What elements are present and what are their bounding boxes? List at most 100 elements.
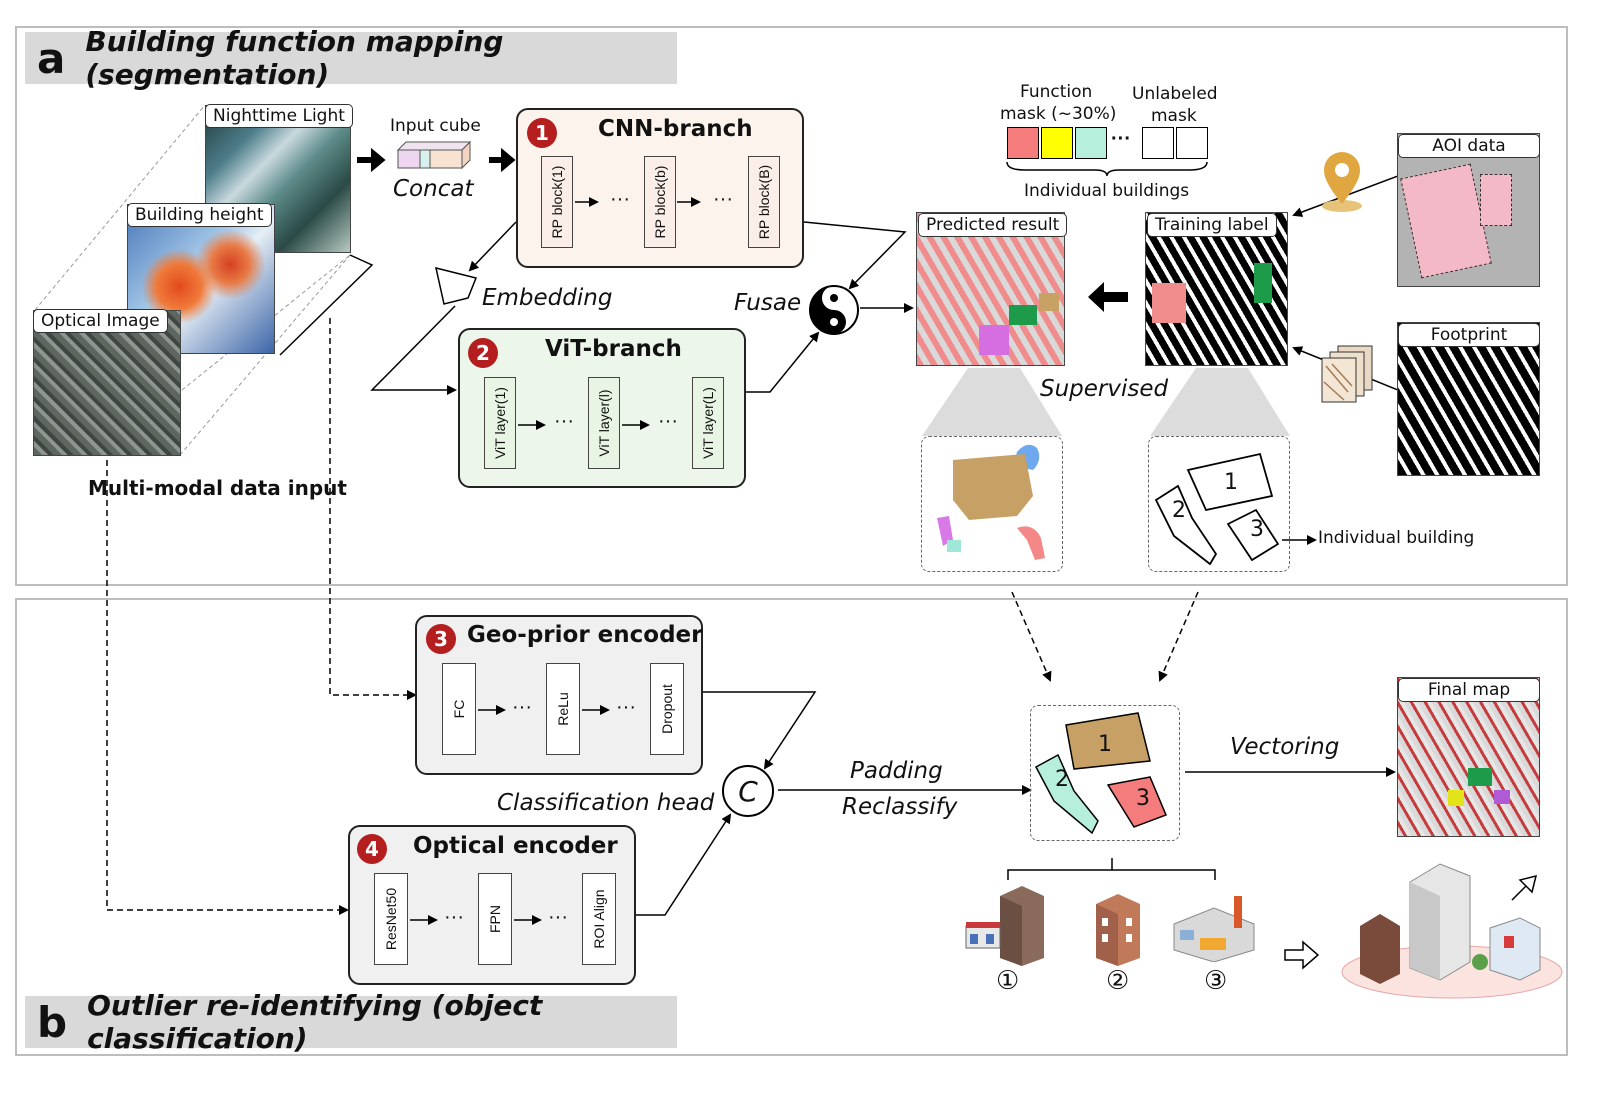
reclassified-label-2: 2 bbox=[1055, 767, 1069, 792]
mask-swatch-cyan bbox=[1075, 127, 1107, 159]
geo-number-badge: 3 bbox=[426, 624, 456, 654]
reclassified-box bbox=[1030, 705, 1180, 841]
concat-label: Concat bbox=[393, 176, 474, 202]
building-type-3: ③ bbox=[1204, 966, 1228, 996]
vit-dots: ··· bbox=[554, 410, 574, 432]
function-mask-label: Function bbox=[1020, 82, 1093, 102]
reclassified-label-3: 3 bbox=[1136, 786, 1150, 811]
footprint-tag: Footprint bbox=[1398, 323, 1540, 347]
zoom-poly-label-2: 2 bbox=[1172, 498, 1186, 523]
map-stack-icon bbox=[1321, 345, 1373, 403]
thick-arrow bbox=[489, 147, 516, 173]
stack-guide-line bbox=[34, 104, 206, 311]
training-zoom-box bbox=[1148, 436, 1290, 572]
optical-number-badge: 4 bbox=[357, 834, 387, 864]
industrial-building-icon bbox=[1173, 896, 1255, 962]
city-illustration bbox=[1341, 863, 1563, 999]
final-map-blob bbox=[1468, 768, 1492, 786]
training-label-image bbox=[1145, 212, 1288, 366]
geo-block-fc: FC bbox=[442, 663, 476, 755]
final-map-image bbox=[1397, 677, 1540, 837]
predicted-result-tag: Predicted result bbox=[918, 213, 1068, 237]
unlabeled-mask-label-2: mask bbox=[1151, 106, 1197, 126]
aoi-polygon bbox=[1400, 163, 1492, 279]
vit-block-L: ViT layer(L) bbox=[692, 377, 724, 469]
fusion-yin-yang-icon bbox=[809, 285, 859, 335]
predicted-blob bbox=[1009, 305, 1037, 325]
optical-block-roi: ROI Align bbox=[582, 873, 616, 965]
padding-label: Padding bbox=[850, 758, 943, 784]
optical-dots: ··· bbox=[548, 906, 568, 928]
predicted-blob bbox=[979, 325, 1009, 355]
zoom-fan bbox=[1150, 368, 1290, 436]
cnn-block-b: RP block(b) bbox=[644, 156, 676, 248]
vectoring-label: Vectoring bbox=[1230, 734, 1340, 760]
embedding-icon bbox=[435, 266, 478, 305]
final-map-blob bbox=[1494, 790, 1510, 804]
optical-image-tag: Optical Image bbox=[33, 309, 168, 333]
geo-block-dropout: Dropout bbox=[650, 663, 684, 755]
training-label-tag: Training label bbox=[1147, 213, 1277, 237]
training-zoom-shapes bbox=[1154, 452, 1280, 566]
vit-dots: ··· bbox=[658, 410, 678, 432]
vit-title: ViT-branch bbox=[545, 336, 682, 362]
cnn-title: CNN-branch bbox=[598, 116, 753, 142]
geo-dots: ··· bbox=[512, 696, 532, 718]
individual-building-label: Individual building bbox=[1318, 528, 1475, 548]
training-blob bbox=[1152, 283, 1186, 323]
building-type-2: ② bbox=[1106, 966, 1130, 996]
individual-buildings-label: Individual buildings bbox=[1024, 181, 1190, 201]
mask-dots: ··· bbox=[1111, 128, 1131, 150]
optical-dots: ··· bbox=[444, 906, 464, 928]
stack-guide-line bbox=[179, 254, 351, 456]
zoom-poly-label-3: 3 bbox=[1250, 517, 1264, 542]
building-type-1: ① bbox=[996, 966, 1020, 996]
panel-a bbox=[15, 26, 1568, 586]
geo-title: Geo-prior encoder bbox=[467, 622, 703, 648]
final-map-blob bbox=[1448, 790, 1464, 806]
training-blob bbox=[1254, 263, 1272, 303]
commercial-building-icon bbox=[965, 886, 1044, 966]
geo-block-relu: ReLu bbox=[546, 663, 580, 755]
mask-swatch-empty bbox=[1176, 127, 1208, 159]
optical-inner-arrows bbox=[410, 915, 542, 925]
panel-b-header: b Outlier re-identifying (object classif… bbox=[25, 989, 677, 1055]
geo-dots: ··· bbox=[616, 696, 636, 718]
optical-block-resnet: ResNet50 bbox=[374, 873, 408, 965]
supervised-arrow bbox=[1088, 282, 1128, 312]
panel-b bbox=[15, 598, 1568, 1056]
reclassify-label: Reclassify bbox=[842, 794, 958, 820]
classification-head-label: Classification head bbox=[497, 790, 715, 816]
mask-swatch-yellow bbox=[1041, 127, 1073, 159]
optical-image bbox=[33, 310, 181, 456]
cnn-block-B: RP block(B) bbox=[748, 156, 780, 248]
embedding-label: Embedding bbox=[482, 285, 613, 311]
panel-a-letter: a bbox=[37, 33, 66, 83]
panel-a-header: a Building function mapping (segmentatio… bbox=[25, 25, 677, 91]
vit-number-badge: 2 bbox=[468, 338, 498, 368]
input-cube-icon bbox=[396, 140, 472, 170]
geo-inner-arrows bbox=[478, 705, 610, 715]
reclassified-label-1: 1 bbox=[1098, 732, 1112, 757]
optical-title: Optical encoder bbox=[413, 833, 618, 859]
supervised-label: Supervised bbox=[1040, 376, 1169, 402]
final-map-tag: Final map bbox=[1398, 678, 1540, 702]
nighttime-light-tag: Nighttime Light bbox=[205, 104, 353, 128]
panel-b-letter: b bbox=[37, 997, 68, 1047]
unlabeled-mask-label: Unlabeled bbox=[1132, 84, 1218, 104]
vit-block-l: ViT layer(l) bbox=[588, 377, 620, 469]
zoom-poly-label-1: 1 bbox=[1224, 470, 1238, 495]
mask-swatch-empty bbox=[1142, 127, 1174, 159]
thick-arrow bbox=[357, 147, 386, 173]
panel-b-title: Outlier re-identifying (object classific… bbox=[87, 989, 543, 1055]
building-height-tag: Building height bbox=[127, 203, 272, 227]
zoom-fan bbox=[922, 368, 1062, 436]
hollow-arrow bbox=[1284, 940, 1320, 970]
vit-block-1: ViT layer(1) bbox=[484, 377, 516, 469]
optical-block-fpn: FPN bbox=[478, 873, 512, 965]
aoi-data-image bbox=[1397, 133, 1540, 287]
hollow-arrow-up bbox=[1511, 874, 1538, 901]
mask-swatch-red bbox=[1007, 127, 1039, 159]
footprint-image bbox=[1397, 322, 1540, 476]
